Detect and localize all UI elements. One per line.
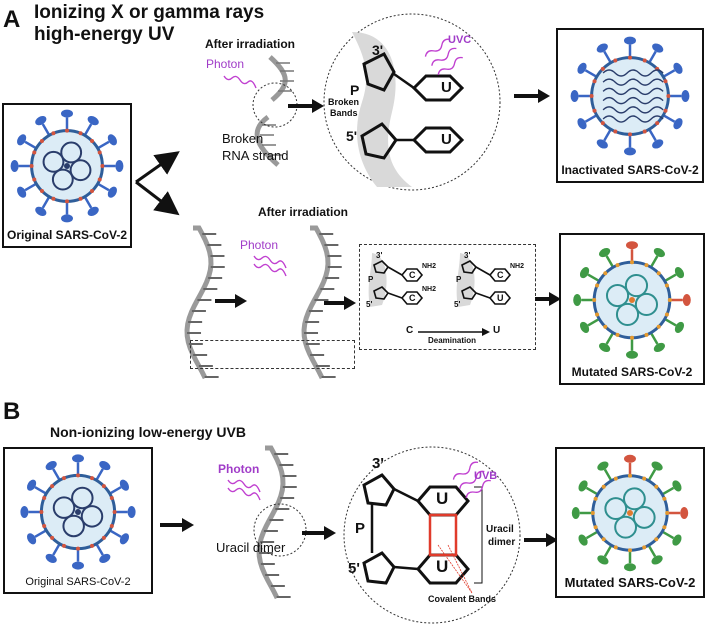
panel-b-letter: B — [3, 398, 21, 425]
zoom-circle-broken-bands — [323, 13, 501, 191]
inactivated-virus-box: Inactivated SARS-CoV-2 — [556, 28, 704, 183]
panel-a-heading-line1: Ionizing X or gamma rays — [34, 2, 265, 23]
uracil-label: Uracil — [486, 524, 514, 535]
mutated-virus-icon-b — [571, 454, 689, 572]
photon-label-bottom: Photon — [240, 238, 279, 252]
deamination-label: Deamination — [428, 336, 477, 345]
photon-wave-icon — [223, 75, 257, 89]
photon-label-top: Photon — [206, 57, 245, 71]
broken-rna-strand-icon — [252, 55, 298, 167]
photon-wave-b-icon — [227, 479, 261, 501]
mutated-label-a: Mutated SARS-CoV-2 — [571, 365, 693, 379]
broken-bands-line1: Broken — [328, 97, 360, 107]
dimer-label: dimer — [488, 537, 516, 548]
deamination-structures-icon — [368, 253, 512, 336]
arrow-top-2 — [514, 89, 550, 103]
five-prime-top: 5' — [346, 128, 358, 144]
inactivated-label: Inactivated SARS-CoV-2 — [561, 163, 699, 177]
mutated-virus-box-b: Mutated SARS-CoV-2 — [555, 447, 705, 598]
p-d2: P — [456, 275, 462, 284]
mutated-virus-box-a: Mutated SARS-CoV-2 — [559, 233, 705, 385]
inactivated-virus-icon — [570, 36, 690, 156]
three-prime-d2: 3' — [464, 251, 471, 260]
zoom-circle-uracil-dimer — [343, 446, 521, 624]
mutated-virus-icon-a — [573, 241, 691, 359]
three-prime-top: 3' — [372, 42, 384, 58]
after-irradiation-bottom: After irradiation — [258, 205, 349, 219]
arrow-bottom-2 — [324, 296, 356, 310]
arrow-b-1 — [160, 518, 194, 532]
deamination-detail-box: 3' P 5' C C NH2 NH2 3' P 5' C U NH2 C U … — [359, 244, 536, 350]
five-prime-d1: 5' — [366, 300, 373, 309]
five-prime-b: 5' — [348, 560, 360, 577]
original-label-b: Original SARS-CoV-2 — [25, 576, 131, 588]
deamination-to: U — [493, 325, 501, 336]
arrow-b-3 — [524, 533, 558, 547]
rna-strand-after-icon — [301, 225, 342, 380]
u-top-2: U — [441, 131, 452, 148]
u-d3: U — [497, 293, 504, 303]
uvc-label: UVC — [448, 34, 472, 46]
c-d3: C — [497, 270, 504, 280]
original-virus-box-b: Original SARS-CoV-2 — [3, 447, 153, 594]
uvb-label: UVB — [474, 470, 498, 482]
three-prime-d1: 3' — [376, 251, 383, 260]
broken-bands-line2: Bands — [330, 108, 358, 118]
original-virus-box-a: Original SARS-CoV-2 — [2, 103, 132, 248]
arrow-b-2 — [302, 526, 336, 540]
arrow-bottom-3 — [535, 292, 561, 306]
deamination-from: C — [406, 325, 414, 336]
photon-wave-bottom-icon — [253, 255, 287, 277]
panel-a-letter: A — [3, 6, 21, 33]
panel-a-heading-line2: high-energy UV — [34, 24, 175, 45]
p-top: P — [350, 82, 360, 98]
u-top-1: U — [441, 79, 452, 96]
arrow-bottom-1 — [215, 294, 247, 308]
rna-strand-before-icon — [184, 225, 225, 380]
nh2-d1: NH2 — [422, 263, 437, 270]
broken-label-line1: Broken — [222, 131, 264, 146]
virus-blue-icon — [10, 109, 124, 223]
three-prime-b: 3' — [372, 455, 384, 472]
uracil-dimer-label: Uracil dimer — [216, 540, 286, 555]
nh2-d3: NH2 — [510, 263, 525, 270]
covalent-bands-label: Covalent Bands — [428, 594, 497, 604]
rna-strand-b-icon — [256, 445, 297, 600]
branch-arrows — [135, 151, 180, 216]
five-prime-d2: 5' — [454, 300, 461, 309]
u-bottom-b: U — [436, 557, 449, 576]
u-top-b: U — [436, 489, 449, 508]
original-label-a: Original SARS-CoV-2 — [6, 228, 128, 242]
arrow-top-1 — [288, 99, 324, 113]
nh2-d2: NH2 — [422, 286, 437, 293]
virus-blue-icon-b — [20, 454, 136, 570]
p-b: P — [355, 520, 366, 537]
c-d1: C — [409, 270, 416, 280]
mutated-label-b: Mutated SARS-CoV-2 — [564, 575, 696, 590]
dimer-site-circle — [253, 503, 307, 557]
after-irradiation-top: After irradiation — [205, 37, 296, 51]
c-d2: C — [409, 293, 416, 303]
broken-label-line2: RNA strand — [222, 148, 289, 163]
photon-label-b: Photon — [218, 462, 260, 476]
panel-b-heading: Non-ionizing low-energy UVB — [50, 424, 246, 440]
p-d1: P — [368, 275, 374, 284]
mutation-site-highlight — [190, 340, 355, 369]
